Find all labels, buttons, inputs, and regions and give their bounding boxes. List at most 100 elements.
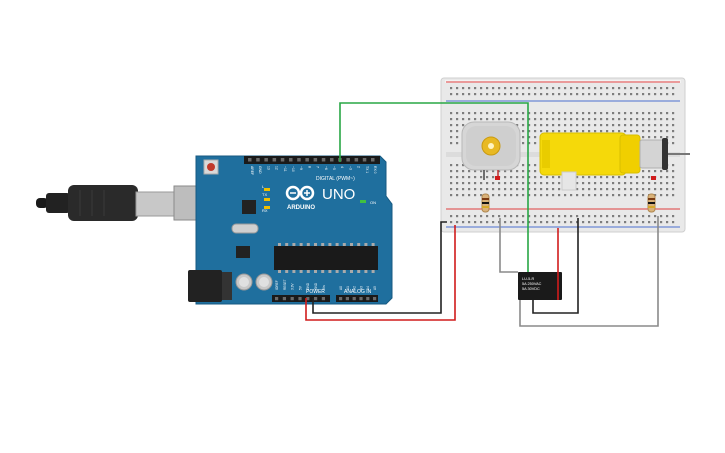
breadboard-hole [462, 221, 465, 224]
breadboard-hole [648, 170, 651, 173]
breadboard-hole [672, 87, 675, 90]
breadboard-hole [522, 221, 525, 224]
breadboard-hole [654, 87, 657, 90]
power-pin[interactable] [321, 297, 325, 301]
breadboard-hole [660, 130, 663, 133]
analog-pin-label: A2 [353, 286, 357, 290]
breadboard-hole [462, 164, 465, 167]
power-pin[interactable] [314, 297, 318, 301]
breadboard-hole [504, 170, 507, 173]
breadboard-hole [462, 215, 465, 218]
tx-label: TX [262, 192, 267, 197]
chip-leg [299, 243, 303, 246]
digital-pin[interactable] [256, 158, 260, 162]
dc-motor-icon [461, 121, 521, 180]
breadboard-hole [552, 194, 555, 197]
breadboard-hole [636, 188, 639, 191]
digital-pin[interactable] [313, 158, 318, 162]
analog-pin[interactable] [366, 297, 370, 301]
breadboard-hole [510, 182, 513, 185]
breadboard-hole [642, 112, 645, 115]
power-pin[interactable] [306, 297, 310, 301]
breadboard-hole [666, 188, 669, 191]
analog-pin[interactable] [339, 297, 343, 301]
breadboard-hole [486, 188, 489, 191]
breadboard-hole [612, 124, 615, 127]
power-pin[interactable] [282, 297, 286, 301]
breadboard-hole [450, 221, 453, 224]
breadboard-hole [648, 87, 651, 90]
breadboard-hole [498, 87, 501, 90]
breadboard-hole [654, 182, 657, 185]
breadboard-hole [534, 221, 537, 224]
breadboard-hole [450, 194, 453, 197]
breadboard-hole [630, 118, 633, 121]
breadboard-hole [486, 112, 489, 115]
breadboard-hole [546, 221, 549, 224]
breadboard-hole [564, 194, 567, 197]
breadboard-hole [528, 124, 531, 127]
breadboard-hole [570, 87, 573, 90]
breadboard-hole [462, 170, 465, 173]
on-led-label: ON [370, 200, 376, 205]
chip-leg [335, 270, 339, 273]
digital-pin[interactable] [346, 158, 350, 162]
chip-leg [292, 243, 296, 246]
breadboard-hole [654, 221, 657, 224]
power-pin[interactable] [298, 297, 302, 301]
digital-pin[interactable] [362, 158, 367, 162]
breadboard-hole [480, 118, 483, 121]
power-pin[interactable] [275, 297, 279, 301]
breadboard-hole [606, 215, 609, 218]
breadboard-hole [612, 182, 615, 185]
breadboard-hole [600, 215, 603, 218]
breadboard-hole [636, 215, 639, 218]
breadboard-hole [558, 182, 561, 185]
digital-pin[interactable] [248, 158, 252, 162]
breadboard-hole [456, 215, 459, 218]
digital-pin[interactable] [321, 158, 326, 162]
digital-pin[interactable] [354, 158, 359, 162]
digital-pin[interactable] [371, 158, 375, 162]
breadboard-hole [504, 93, 507, 96]
breadboard-hole [462, 118, 465, 121]
breadboard-hole [528, 215, 531, 218]
breadboard-hole [462, 93, 465, 96]
breadboard-hole [456, 221, 459, 224]
chip-leg [285, 243, 289, 246]
digital-pin[interactable] [330, 158, 334, 162]
breadboard-hole [624, 221, 627, 224]
breadboard-hole [630, 130, 633, 133]
breadboard-hole [558, 87, 561, 90]
breadboard-hole [522, 87, 525, 90]
breadboard-hole [528, 194, 531, 197]
breadboard-hole [624, 118, 627, 121]
breadboard-hole [582, 182, 585, 185]
digital-pin[interactable] [264, 158, 268, 162]
breadboard-hole [594, 93, 597, 96]
breadboard-hole [594, 188, 597, 191]
analog-pin[interactable] [345, 297, 349, 301]
breadboard-hole [654, 118, 657, 121]
breadboard-hole [540, 112, 543, 115]
analog-pin[interactable] [359, 297, 363, 301]
digital-pin[interactable] [280, 158, 285, 162]
digital-pin[interactable] [305, 158, 309, 162]
breadboard-hole [666, 130, 669, 133]
power-pin[interactable] [290, 297, 294, 301]
breadboard-hole [456, 164, 459, 167]
analog-pin[interactable] [373, 297, 377, 301]
analog-pin[interactable] [352, 297, 356, 301]
breadboard-hole [588, 221, 591, 224]
breadboard-hole [618, 194, 621, 197]
breadboard-hole [474, 188, 477, 191]
breadboard-hole [594, 124, 597, 127]
breadboard-hole [486, 87, 489, 90]
breadboard-hole [510, 112, 513, 115]
digital-pin[interactable] [272, 158, 277, 162]
breadboard-hole [522, 142, 525, 145]
digital-pin[interactable] [289, 158, 293, 162]
digital-pin[interactable] [297, 158, 301, 162]
breadboard-hole [534, 176, 537, 179]
